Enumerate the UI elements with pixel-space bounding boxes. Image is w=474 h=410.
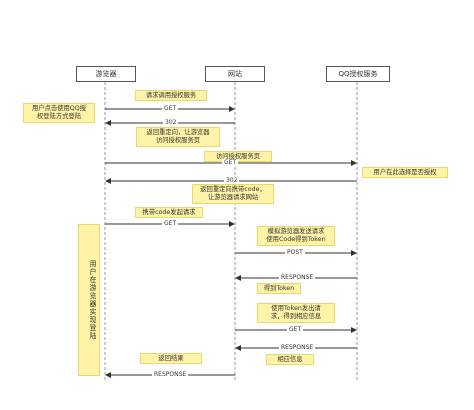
label-response-3: RESPONSE	[152, 371, 189, 378]
note-return-result: 返回结果	[140, 353, 202, 364]
participant-site: 网站	[205, 66, 265, 82]
note-code-request: 携带code发起请求	[135, 207, 203, 218]
label-post: POST	[285, 249, 305, 256]
participant-qq: QQ授权服务	[326, 66, 390, 82]
label-get-4: GET	[287, 326, 304, 333]
label-response-2: RESPONSE	[279, 344, 316, 351]
note-redirect: 返回重定向，让游览器 访问授权服务页	[136, 127, 220, 147]
note-login-complete: 用户在游览器实现登陆	[78, 224, 100, 376]
note-user-login: 用户点击使用QQ授 权登陆方式登陆	[23, 103, 95, 123]
note-response-info: 相应信息	[266, 354, 314, 365]
note-get-token: 得到Token	[257, 283, 301, 294]
label-get-2: GET	[222, 159, 239, 166]
note-simulate-request: 模拟游览器发送请求 使用Code得到Token	[257, 226, 335, 246]
note-redirect-code: 返回重定向携带code， 让游览器请求网站	[192, 184, 274, 204]
participant-browser: 游览器	[76, 66, 136, 82]
label-get-1: GET	[162, 105, 179, 112]
label-302-1: 302	[163, 119, 179, 126]
label-302-2: 302	[224, 177, 240, 184]
note-choose-auth: 用户在此选择是否授权	[362, 167, 448, 178]
note-request-auth: 请求调用授权服务	[135, 90, 207, 101]
note-use-token: 使用Token发出请 求，得到相应信息	[257, 303, 335, 323]
label-get-3: GET	[162, 220, 179, 227]
label-response-1: RESPONSE	[279, 274, 316, 281]
